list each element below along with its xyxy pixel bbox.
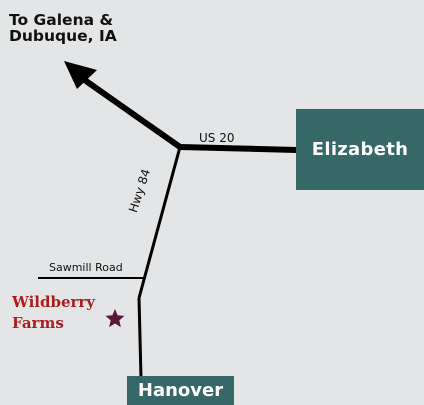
hwy84-road: [137, 146, 182, 299]
destination-line-2: Dubuque, IA: [9, 27, 117, 45]
us20-east-road: [177, 144, 300, 153]
destination-line-1: To Galena &: [9, 11, 113, 29]
farm-label: Wildberry Farms: [12, 292, 95, 334]
town-hanover-label: Hanover: [137, 380, 224, 401]
town-elizabeth: Elizabeth: [296, 109, 424, 190]
arrow-northwest-icon: [64, 61, 97, 89]
us20-label: US 20: [199, 131, 235, 145]
destination-label: To Galena & Dubuque, IA: [9, 12, 117, 44]
farm-label-line-1: Wildberry: [12, 293, 96, 311]
sawmill-road-label: Sawmill Road: [49, 261, 123, 274]
us20-west-road: [83, 78, 183, 150]
town-hanover: Hanover: [127, 376, 234, 405]
star-icon: [105, 309, 125, 328]
town-elizabeth-label: Elizabeth: [311, 139, 409, 160]
farm-label-line-2: Farms: [12, 314, 64, 332]
hwy84-south-road: [137, 297, 143, 379]
